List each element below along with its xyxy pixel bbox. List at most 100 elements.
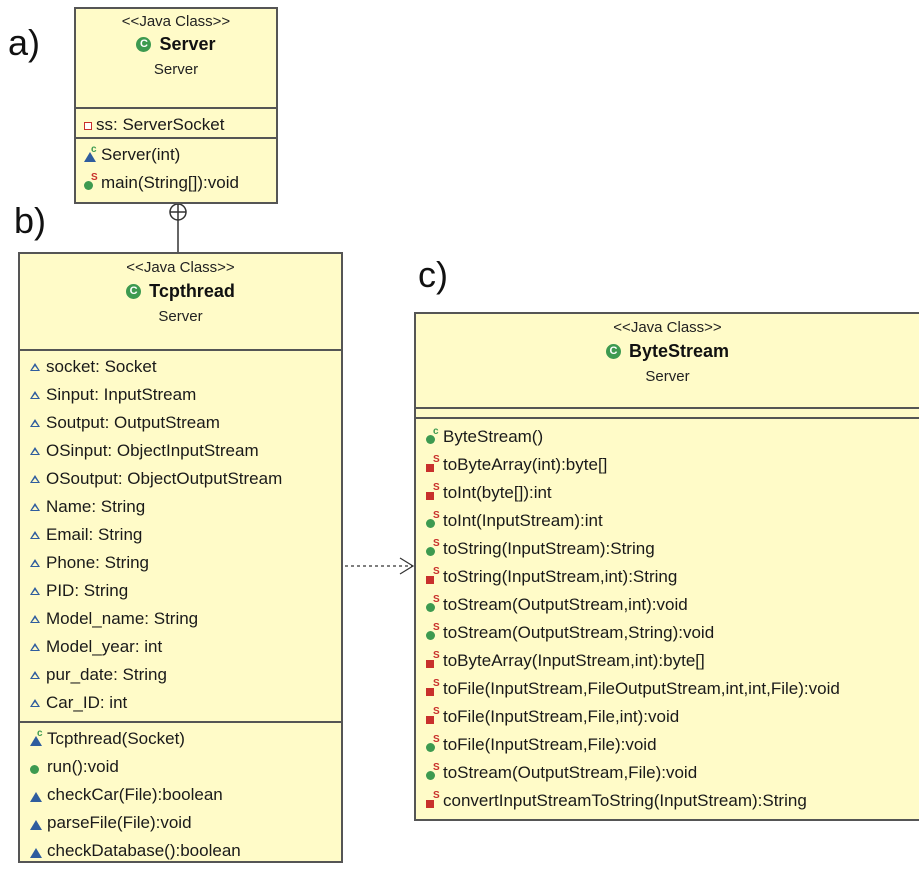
- method-row: checkDatabase():boolean: [30, 837, 331, 861]
- method-text: toString(InputStream,int):String: [443, 567, 678, 586]
- public-method-icon: S: [426, 763, 440, 780]
- package-field-icon: [30, 503, 40, 511]
- public-method-icon: S: [84, 173, 98, 190]
- package-method-icon: [30, 788, 44, 802]
- attributes-section: ss: ServerSocket: [76, 107, 276, 137]
- package-field-icon: [30, 447, 40, 455]
- attribute-row: PID: String: [30, 577, 331, 605]
- package-label: Server: [158, 308, 203, 325]
- stereotype-label: <<Java Class>>: [126, 259, 235, 276]
- method-row: run():void: [30, 753, 331, 781]
- package-label: Server: [645, 368, 690, 385]
- attribute-text: Sinput: InputStream: [46, 385, 197, 404]
- public-method-icon: S: [426, 623, 440, 640]
- panel-label-c: c): [418, 254, 448, 295]
- method-text: toByteArray(int):byte[]: [443, 455, 608, 474]
- class-icon: C: [605, 344, 621, 359]
- attribute-text: Soutput: OutputStream: [46, 413, 220, 432]
- attribute-text: ss: ServerSocket: [96, 115, 225, 134]
- attribute-row: ss: ServerSocket: [84, 111, 268, 139]
- stereotype-label: <<Java Class>>: [121, 13, 231, 30]
- package-field-icon: [30, 671, 40, 679]
- panel-label-a: a): [8, 22, 41, 63]
- private-method-icon: S: [426, 707, 440, 724]
- constructor-icon: c: [84, 145, 98, 162]
- attribute-row: Email: String: [30, 521, 331, 549]
- private-method-icon: S: [426, 679, 440, 696]
- attribute-row: Phone: String: [30, 549, 331, 577]
- class-name: Server: [159, 34, 216, 54]
- method-text: toString(InputStream):String: [443, 539, 655, 558]
- attribute-row: pur_date: String: [30, 661, 331, 689]
- package-field-icon: [30, 391, 40, 399]
- package-label: Server: [153, 61, 199, 78]
- method-text: convertInputStreamToString(InputStream):…: [443, 791, 807, 810]
- package-field-icon: [30, 559, 40, 567]
- attribute-text: Model_name: String: [46, 609, 199, 628]
- method-text: checkDatabase():boolean: [47, 841, 241, 860]
- constructor-icon: c: [30, 729, 44, 746]
- method-text: toInt(byte[]):int: [443, 483, 552, 502]
- attribute-text: OSinput: ObjectInputStream: [46, 441, 259, 460]
- public-method-icon: S: [426, 511, 440, 528]
- method-row: parseFile(File):void: [30, 809, 331, 837]
- attribute-row: socket: Socket: [30, 353, 331, 381]
- package-field-icon: [30, 475, 40, 483]
- attribute-text: pur_date: String: [46, 665, 167, 684]
- method-text: toFile(InputStream,FileOutputStream,int,…: [443, 679, 840, 698]
- method-text: ByteStream(): [443, 427, 544, 446]
- attribute-text: PID: String: [46, 581, 129, 600]
- attribute-row: Sinput: InputStream: [30, 381, 331, 409]
- method-text: toStream(OutputStream,File):void: [443, 763, 698, 782]
- public-method-icon: S: [426, 595, 440, 612]
- tcpthread-class-box[interactable]: <<Java Class>> C Tcpthread Server socket…: [18, 252, 343, 863]
- package-field-icon: [30, 643, 40, 651]
- private-method-icon: S: [426, 651, 440, 668]
- class-name: ByteStream: [628, 341, 730, 361]
- package-method-icon: [30, 844, 44, 858]
- dependency-arrow-icon: [345, 557, 415, 575]
- nested-class-icon: [169, 203, 187, 254]
- method-text: main(String[]):void: [101, 173, 239, 192]
- class-icon: C: [126, 284, 142, 299]
- attribute-text: Model_year: int: [46, 637, 163, 656]
- panel-label-b: b): [14, 200, 47, 241]
- method-text: toInt(InputStream):int: [443, 511, 603, 530]
- attribute-row: OSinput: ObjectInputStream: [30, 437, 331, 465]
- private-method-icon: S: [426, 791, 440, 808]
- public-method-icon: [30, 760, 44, 774]
- attribute-text: Email: String: [46, 525, 143, 544]
- private-method-icon: S: [426, 567, 440, 584]
- stereotype-label: <<Java Class>>: [613, 319, 722, 336]
- package-field-icon: [30, 699, 40, 707]
- server-class-box[interactable]: <<Java Class>> C Server Server ss: Serve…: [74, 7, 278, 204]
- public-method-icon: S: [426, 539, 440, 556]
- attribute-row: Car_ID: int: [30, 689, 331, 717]
- package-field-icon: [30, 615, 40, 623]
- method-text: toStream(OutputStream,String):void: [443, 623, 715, 642]
- method-row: S main(String[]):void: [84, 169, 268, 197]
- attribute-text: Car_ID: int: [46, 693, 128, 712]
- method-row: checkCar(File):boolean: [30, 781, 331, 809]
- attribute-row: Soutput: OutputStream: [30, 409, 331, 437]
- package-field-icon: [30, 531, 40, 539]
- attribute-text: Phone: String: [46, 553, 150, 572]
- attribute-text: OSoutput: ObjectOutputStream: [46, 469, 283, 488]
- method-text: parseFile(File):void: [47, 813, 192, 832]
